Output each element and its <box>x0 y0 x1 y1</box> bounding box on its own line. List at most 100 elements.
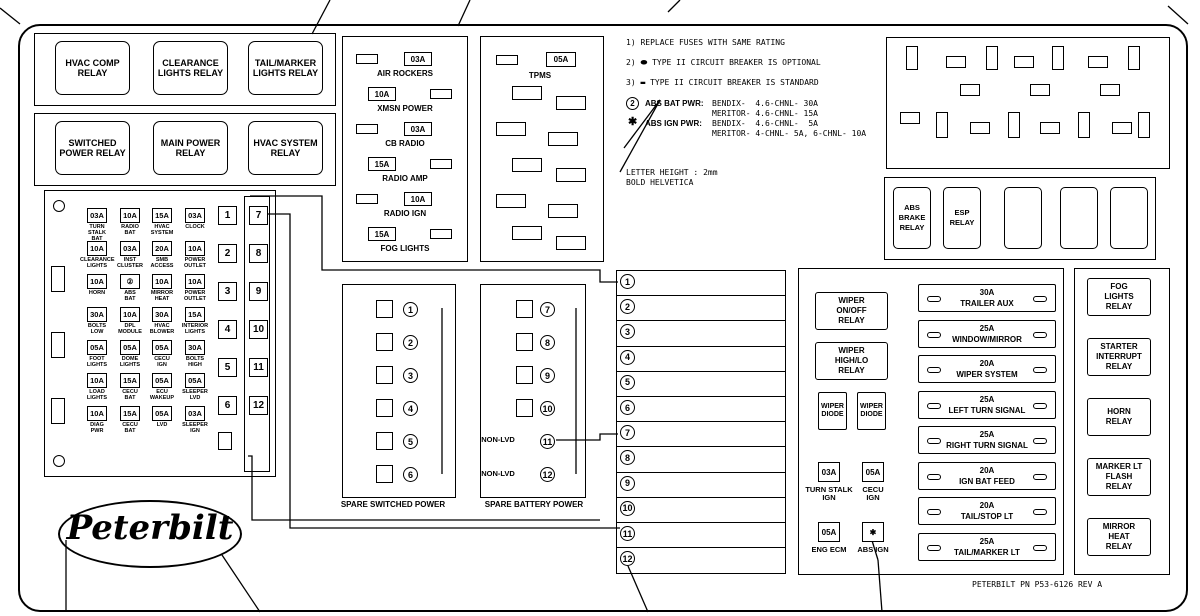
center-strip-number: 12 <box>620 551 635 567</box>
relay-socket-slot <box>936 112 948 138</box>
grid-fuse-label: ECU WAKEUP <box>149 389 175 401</box>
panel-b-slot <box>548 132 578 146</box>
spare-battery-slot <box>516 333 533 351</box>
spare-switched-slot <box>376 333 393 351</box>
fuse-grid-panel <box>44 190 276 477</box>
tail-marker-lights-relay: TAIL/MARKER LIGHTS RELAY <box>248 41 323 95</box>
grid-fuse-label: MIRROR HEAT <box>150 290 174 302</box>
breaker-amp: 25A <box>979 430 995 439</box>
center-strip-number: 11 <box>620 526 635 541</box>
clearance-lights-relay: CLEARANCE LIGHTS RELAY <box>153 41 228 95</box>
relay-group-top <box>34 33 336 106</box>
panel-a-label: FOG LIGHTS <box>380 244 430 253</box>
panel-b-slot <box>548 204 578 218</box>
panel-a-slot <box>430 229 452 239</box>
breaker-amp: 20A <box>979 501 995 510</box>
spare-battery-number: 12 <box>540 467 555 482</box>
grid-fuse-label: CECU IGN <box>154 356 170 368</box>
spare-battery-label: SPARE BATTERY POWER <box>484 500 584 509</box>
grid-fuse-label: POWER OUTLET <box>184 257 206 269</box>
spare-switched-slot <box>376 432 393 450</box>
grid-fuse: 05A <box>152 406 172 421</box>
abs-esp-relay-strip <box>884 177 1156 260</box>
fuse-panel-b <box>480 36 604 262</box>
small-fuse-label: TURN STALK IGN <box>805 485 853 502</box>
breaker-terminal <box>1033 367 1047 373</box>
grid-fuse: 15A <box>120 406 140 421</box>
grid-fuse-label: DOME LIGHTS <box>119 356 141 368</box>
panel-b-slot <box>496 194 526 208</box>
grid-fuse-label: HVAC SYSTEM <box>150 224 174 236</box>
center-strip-divider <box>616 421 786 423</box>
breaker-name: LEFT TURN SIGNAL <box>948 405 1026 415</box>
grid-fuse-label: CLOCK <box>185 224 205 230</box>
breaker-name: WINDOW/MIRROR <box>952 334 1022 344</box>
abs-brake-relay: ABS BRAKE RELAY <box>893 187 931 249</box>
grid-fuse-label: LOAD LIGHTS <box>86 389 108 401</box>
spare-battery-number: 8 <box>540 335 555 350</box>
spare-switched-number: 4 <box>403 401 418 416</box>
center-strip-divider <box>616 370 786 372</box>
grid-fuse: 10A <box>185 274 205 289</box>
grid-fuse: 15A <box>120 373 140 388</box>
breaker-amp: 25A <box>979 394 995 404</box>
spare-battery-panel <box>480 284 586 498</box>
grid-fuse-label: HORN <box>88 290 106 296</box>
grid-number-column <box>244 196 270 472</box>
spare-battery-number: 7 <box>540 302 555 317</box>
breaker-terminal <box>1033 473 1047 480</box>
grid-corner-slot <box>218 432 232 450</box>
breaker-name: TAIL/STOP LT <box>960 512 1014 521</box>
breaker-terminal <box>927 296 941 302</box>
panel-b-slot <box>512 226 542 240</box>
relay-socket-slot <box>906 46 918 70</box>
relay-socket-slot <box>970 122 990 134</box>
relay-socket-slot <box>1014 56 1034 68</box>
part-number: PETERBILT PN P53-6126 REV A <box>972 580 1103 589</box>
spare-switched-number: 1 <box>403 302 418 317</box>
grid-hole-bottom <box>53 455 65 467</box>
breaker-terminal <box>927 438 941 444</box>
spare-battery-slot <box>516 300 533 318</box>
spare-switched-slot <box>376 300 393 318</box>
grid-fuse-label: SLEEPER LVD <box>182 389 208 401</box>
panel-b-slot <box>556 168 586 182</box>
center-strip-divider <box>616 396 786 397</box>
grid-fuse-label: DIAG PWR <box>90 422 104 434</box>
grid-hole-top <box>53 200 65 212</box>
spare-battery-number: 9 <box>540 368 555 383</box>
grid-fuse-label: INTERIOR LIGHTS <box>181 323 209 335</box>
relay-socket-slot <box>1100 84 1120 96</box>
grid-number-right: 7 <box>249 206 268 225</box>
panel-b-slot <box>556 96 586 110</box>
panel-a-slot <box>430 159 452 169</box>
tpms-fuse: 05A <box>546 52 576 67</box>
abs-bat-label: ABS BAT PWR: <box>645 99 704 108</box>
grid-fuse: 10A <box>120 307 140 322</box>
panel-a-label: XMSN POWER <box>377 104 433 113</box>
grid-fuse-label: TURN STALK BAT <box>88 224 106 242</box>
grid-number-left: 6 <box>218 396 237 415</box>
breaker-terminal <box>1033 331 1047 338</box>
grid-fuse: 05A <box>87 340 107 355</box>
tpms-label: TPMS <box>528 71 552 80</box>
grid-side-slot <box>51 332 65 358</box>
panel-b-slot <box>496 55 518 65</box>
grid-fuse: 05A <box>152 373 172 388</box>
grid-fuse-label: SLEEPER IGN <box>182 422 208 434</box>
small-fuse-label: CECU IGN <box>862 485 884 502</box>
breaker-terminal <box>1033 509 1047 515</box>
small-fuse: 05A <box>818 522 840 542</box>
peterbilt-logo <box>58 500 242 568</box>
grid-number-right: 11 <box>249 358 268 377</box>
note-1: 1) REPLACE FUSES WITH SAME RATING <box>626 38 785 47</box>
grid-fuse: 30A <box>152 307 172 322</box>
right-column-relay: MIRROR HEAT RELAY <box>1087 518 1151 556</box>
breaker-terminal <box>927 509 941 515</box>
relay-socket-slot <box>900 112 920 124</box>
center-strip-number: 5 <box>620 374 635 390</box>
breaker-terminal <box>927 473 941 480</box>
